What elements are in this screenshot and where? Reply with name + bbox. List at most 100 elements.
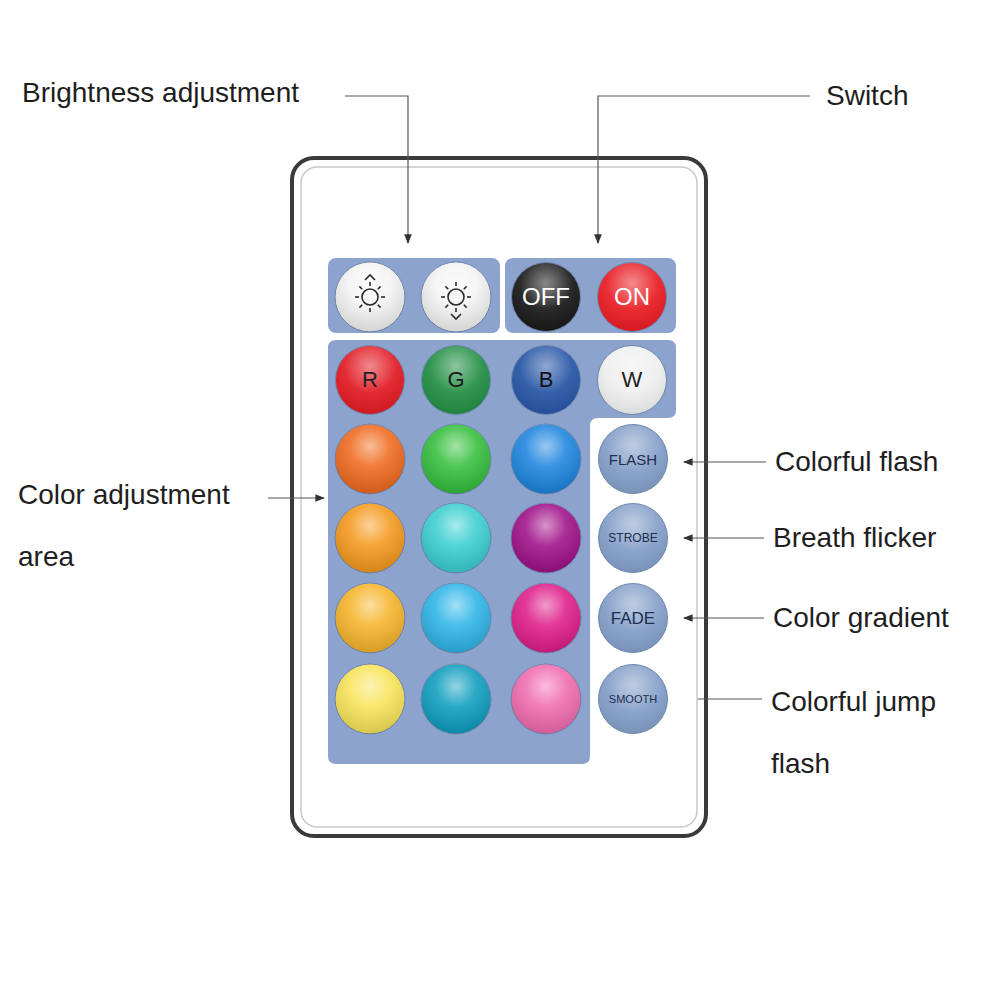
leader-line	[345, 96, 408, 243]
button-gloss	[421, 503, 491, 573]
button-face	[511, 503, 581, 573]
button-label: G	[447, 369, 464, 391]
button-label: STROBE	[608, 532, 657, 544]
remote-button: STROBE	[598, 503, 668, 573]
remote-button: R	[335, 345, 405, 415]
callout-label: Brightness adjustment	[22, 62, 352, 124]
switch-panel	[505, 258, 676, 333]
color-button	[335, 424, 405, 494]
button-face	[335, 424, 405, 494]
callout-label: Color adjustment area	[18, 464, 280, 588]
sun-ray	[369, 308, 371, 312]
leader-line	[684, 461, 766, 462]
color-panel	[328, 340, 676, 764]
callout-label: Colorful flash	[775, 431, 990, 493]
color-button	[511, 503, 581, 573]
button-gloss	[335, 503, 405, 573]
button-gloss	[335, 664, 405, 734]
color-button	[511, 664, 581, 734]
button-face	[511, 583, 581, 653]
sun-ray	[445, 286, 448, 289]
sun-ray	[359, 305, 362, 308]
button-label: ON	[614, 285, 650, 309]
button-gloss	[335, 262, 405, 332]
color-button	[511, 424, 581, 494]
brightness-icon	[441, 282, 471, 319]
color-button	[421, 262, 491, 332]
color-button	[335, 262, 405, 332]
remote-button: W	[597, 345, 667, 415]
color-button	[335, 503, 405, 573]
button-label: W	[622, 369, 643, 391]
remote-button: FLASH	[598, 424, 668, 494]
color-button	[335, 664, 405, 734]
remote-button: G	[421, 345, 491, 415]
button-gloss	[511, 424, 581, 494]
remote-inner-edge	[301, 167, 697, 827]
button-label: FADE	[611, 610, 655, 627]
button-face	[511, 664, 581, 734]
button-face	[335, 262, 405, 332]
button-gloss	[511, 583, 581, 653]
button-gloss	[421, 424, 491, 494]
button-label: B	[539, 369, 554, 391]
callout-label: Color gradient	[773, 587, 988, 649]
sun-ray	[464, 286, 467, 289]
sun-arrow	[451, 314, 461, 319]
button-label: OFF	[522, 285, 570, 309]
sun-ray	[378, 305, 381, 308]
callout-label: Colorful jump flash	[771, 671, 986, 795]
button-gloss	[335, 424, 405, 494]
brightness-panel	[328, 258, 500, 333]
button-label: R	[362, 369, 378, 391]
color-button	[335, 583, 405, 653]
color-button	[421, 664, 491, 734]
remote-button: SMOOTH	[598, 664, 668, 734]
sun-ray	[445, 305, 448, 308]
color-button	[511, 583, 581, 653]
remote-button: B	[511, 345, 581, 415]
button-face	[335, 583, 405, 653]
buttons	[335, 262, 581, 734]
leader-line	[268, 497, 324, 498]
button-face	[511, 424, 581, 494]
remote-button: FADE	[598, 583, 668, 653]
button-face	[421, 503, 491, 573]
callout-label: Breath flicker	[773, 507, 988, 569]
sun-ray	[455, 282, 457, 286]
leader-line	[684, 537, 764, 538]
sun-ray	[378, 286, 381, 289]
color-button	[421, 424, 491, 494]
leader-line	[598, 96, 810, 243]
sun-core	[362, 289, 378, 305]
button-face	[335, 664, 405, 734]
sun-ray	[381, 296, 385, 298]
sun-arrow	[365, 275, 375, 280]
sun-ray	[467, 296, 471, 298]
sun-ray	[455, 308, 457, 312]
leader-lines	[268, 96, 810, 699]
callout-label: Switch	[826, 65, 976, 127]
button-gloss	[421, 583, 491, 653]
leader-line	[698, 698, 762, 699]
sun-ray	[355, 296, 359, 298]
button-gloss	[335, 583, 405, 653]
sun-ray	[441, 296, 445, 298]
button-gloss	[511, 503, 581, 573]
remote-body	[292, 158, 706, 836]
remote-button: OFF	[511, 262, 581, 332]
button-gloss	[421, 262, 491, 332]
button-gloss	[511, 664, 581, 734]
sun-core	[448, 289, 464, 305]
sun-ray	[369, 282, 371, 286]
button-face	[421, 262, 491, 332]
color-button	[421, 503, 491, 573]
remote-button: ON	[597, 262, 667, 332]
sun-ray	[359, 286, 362, 289]
leader-line	[684, 617, 764, 618]
sun-ray	[464, 305, 467, 308]
color-button	[421, 583, 491, 653]
button-label: FLASH	[609, 452, 657, 467]
button-label: SMOOTH	[609, 694, 657, 705]
